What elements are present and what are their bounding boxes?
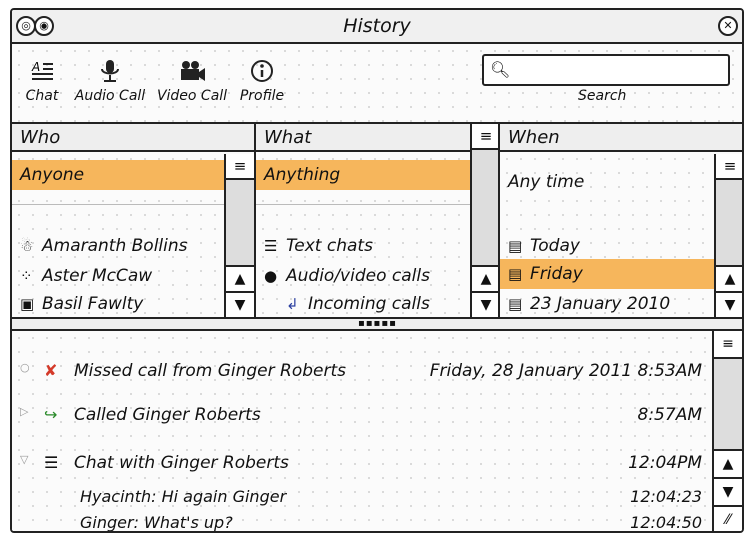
profile-button-label: Profile (239, 88, 285, 104)
collapse-triangle-icon[interactable]: ▽ (20, 453, 29, 466)
video-camera-icon (177, 58, 207, 84)
chat-button-label: Chat (25, 88, 59, 104)
what-item-audio-video[interactable]: ●Audio/video calls (264, 266, 430, 286)
who-header[interactable]: Who (12, 124, 254, 152)
log-entry-time: 12:04PM (628, 453, 702, 473)
chat-lines-icon: A (27, 58, 57, 84)
audio-call-button-label: Audio Call (74, 88, 146, 104)
what-scroll-up-button[interactable]: ▲ (472, 265, 500, 291)
history-window: ◎ ◉ History ✕ A Chat Audio Call Video Ca… (10, 8, 744, 533)
svg-text:A: A (31, 60, 40, 74)
who-item-anyone[interactable]: Anyone (12, 160, 224, 190)
missed-call-icon: ✘ (44, 361, 58, 380)
when-pane: When Any time ▤Today ▤Friday ▤23 January… (498, 122, 742, 319)
close-button[interactable]: ✕ (718, 16, 738, 36)
what-header[interactable]: What (256, 124, 500, 152)
what-separator (256, 204, 470, 205)
who-item-aster[interactable]: ⁘Aster McCaw (20, 266, 153, 286)
person-icon: ☃ (20, 237, 34, 255)
when-list: Any time ▤Today ▤Friday ▤23 January 2010 (500, 154, 714, 319)
search-label: Search (578, 88, 627, 104)
what-item-anything[interactable]: Anything (256, 160, 470, 190)
history-log: ○ ✘ Missed call from Ginger Roberts Frid… (12, 331, 712, 531)
calendar-icon: ▤ (508, 265, 523, 283)
what-pane: What Anything ☰Text chats ●Audio/video c… (254, 122, 500, 319)
window-shade-button[interactable]: ◉ (34, 16, 54, 36)
chat-lines-icon: ☰ (44, 453, 59, 472)
log-entry-time: 8:57AM (637, 405, 702, 425)
when-scroll-up-button[interactable]: ▲ (716, 265, 742, 291)
who-scroll-down-button[interactable]: ▼ (226, 291, 254, 317)
bullet-icon: ○ (20, 361, 30, 374)
video-call-button[interactable]: Video Call (156, 58, 228, 104)
what-scrollbar[interactable]: ≡ ▲ ▼ (470, 124, 500, 319)
calendar-icon: ▤ (508, 295, 523, 313)
window-title: History (343, 15, 411, 37)
who-separator (12, 204, 224, 205)
log-scroll-grip-icon[interactable]: ≡ (714, 331, 742, 359)
log-scroll-up-button[interactable]: ▲ (714, 449, 742, 477)
message-time: 12:04:23 (630, 487, 702, 506)
message-time: 12:04:50 (630, 513, 702, 532)
when-item-any-time[interactable]: Any time (508, 172, 585, 192)
who-list: Anyone ☃Amaranth Bollins ⁘Aster McCaw ▣B… (12, 154, 224, 319)
what-scroll-down-button[interactable]: ▼ (472, 291, 500, 317)
log-scrollbar[interactable]: ≡ ▲ ▼ ⁄⁄ (712, 331, 742, 531)
when-header[interactable]: When (500, 124, 742, 152)
when-item-today[interactable]: ▤Today (508, 236, 580, 256)
when-scroll-grip-icon[interactable]: ≡ (716, 154, 742, 180)
what-item-text-chats[interactable]: ☰Text chats (264, 236, 373, 256)
incoming-call-icon: ↲ (286, 295, 299, 313)
expand-triangle-icon[interactable]: ▷ (20, 405, 29, 418)
splitter-grip-icon[interactable]: ▪▪▪▪▪ (358, 318, 397, 329)
who-item-amaranth[interactable]: ☃Amaranth Bollins (20, 236, 188, 256)
speech-bubble-icon: ● (264, 267, 278, 285)
resize-grip-icon[interactable]: ⁄⁄ (714, 505, 742, 531)
microphone-icon (95, 58, 125, 84)
what-list: Anything ☰Text chats ●Audio/video calls … (256, 154, 470, 319)
who-scroll-grip-icon[interactable]: ≡ (226, 154, 254, 180)
log-scroll-down-button[interactable]: ▼ (714, 477, 742, 505)
what-scroll-grip-icon[interactable]: ≡ (472, 124, 500, 150)
contact-card-icon: ▣ (20, 295, 35, 313)
toolbar: A Chat Audio Call Video Call Profile 🔍︎ (12, 44, 742, 122)
chat-lines-icon: ☰ (264, 237, 278, 255)
who-pane: Who Anyone ☃Amaranth Bollins ⁘Aster McCa… (12, 122, 254, 319)
calendar-icon: ▤ (508, 237, 523, 255)
search-icon: 🔍︎ (490, 60, 511, 79)
audio-call-button[interactable]: Audio Call (72, 58, 148, 104)
video-call-button-label: Video Call (156, 88, 228, 104)
chat-message: Ginger: What's up? 12:04:50 (80, 513, 702, 532)
who-item-basil[interactable]: ▣Basil Fawlty (20, 294, 144, 314)
who-scrollbar[interactable]: ≡ ▲ ▼ (224, 154, 254, 319)
pane-splitter[interactable]: ▪▪▪▪▪ (12, 317, 742, 331)
search-input[interactable] (514, 58, 718, 82)
info-icon (247, 58, 277, 84)
title-bar: ◎ ◉ History ✕ (12, 10, 742, 44)
when-item-friday[interactable]: ▤Friday (500, 259, 714, 289)
who-scroll-up-button[interactable]: ▲ (226, 265, 254, 291)
log-entry-time: Friday, 28 January 2011 8:53AM (429, 361, 702, 381)
when-item-23-january[interactable]: ▤23 January 2010 (508, 294, 671, 314)
chat-message: Hyacinth: Hi again Ginger 12:04:23 (80, 487, 702, 506)
search-box[interactable]: 🔍︎ (482, 54, 730, 86)
when-scrollbar[interactable]: ≡ ▲ ▼ (714, 154, 742, 319)
outgoing-call-icon: ↪ (44, 405, 58, 424)
when-scroll-down-button[interactable]: ▼ (716, 291, 742, 317)
profile-button[interactable]: Profile (234, 58, 290, 104)
chat-button[interactable]: A Chat (22, 58, 62, 104)
dots-person-icon: ⁘ (20, 267, 33, 285)
what-item-incoming[interactable]: ↲Incoming calls (286, 294, 430, 314)
